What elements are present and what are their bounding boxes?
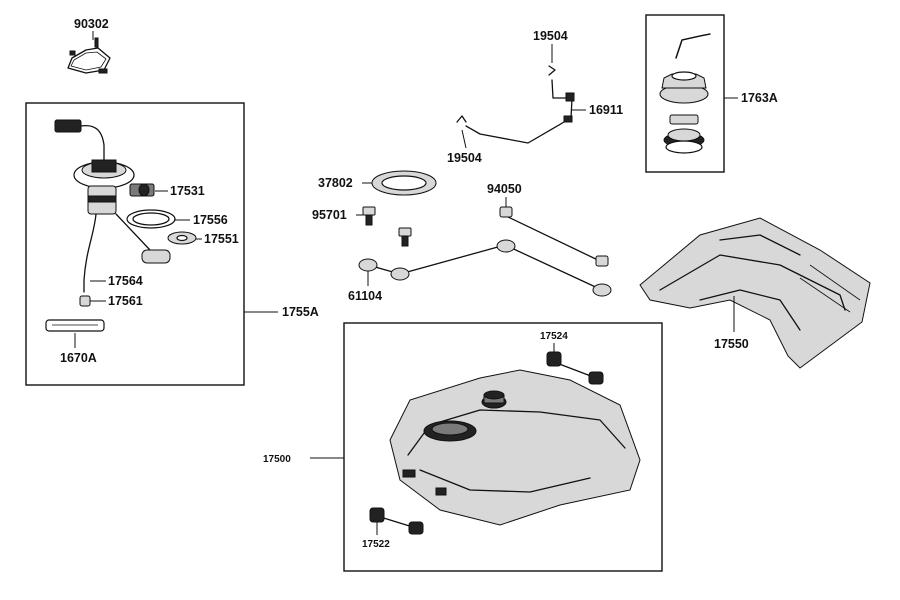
label-17524: 17524 [540,331,568,342]
label-17500: 17500 [263,454,291,465]
label-61104: 61104 [348,289,382,303]
label-1755A: 1755A [282,305,319,319]
tank-cover-17550-part [639,217,871,369]
gasket-37802-part [371,170,437,196]
label-19504-top: 19504 [533,29,568,43]
label-1670A: 1670A [60,351,97,365]
label-90302: 90302 [74,17,109,31]
label-17522: 17522 [362,539,390,550]
clamp-90302-part [67,37,111,74]
label-17550: 17550 [714,337,749,351]
label-1763A: 1763A [741,91,778,105]
rubber-mount-17522-part [369,507,424,535]
label-19504-bottom: 19504 [447,151,482,165]
label-17531: 17531 [170,184,205,198]
label-17564: 17564 [108,274,143,288]
bolt-95701-part [362,206,412,247]
fuel-cap-part [659,33,711,154]
label-37802: 37802 [318,176,353,190]
label-17561: 17561 [108,294,143,308]
label-95701: 95701 [312,208,347,222]
label-17551: 17551 [204,232,239,246]
leader-lines [74,31,738,535]
fuel-tank-17500-part [389,369,641,526]
fuel-tank-box [343,322,663,572]
label-16911: 16911 [589,103,623,117]
label-94050: 94050 [487,182,522,196]
fuel-pump-part [45,119,197,332]
breather-hose-part [456,65,575,144]
label-17556: 17556 [193,213,228,227]
bracket-61104-part [358,206,612,297]
fuel-cap-assembly-box [645,14,725,173]
fuel-pump-assembly-box [25,102,245,386]
